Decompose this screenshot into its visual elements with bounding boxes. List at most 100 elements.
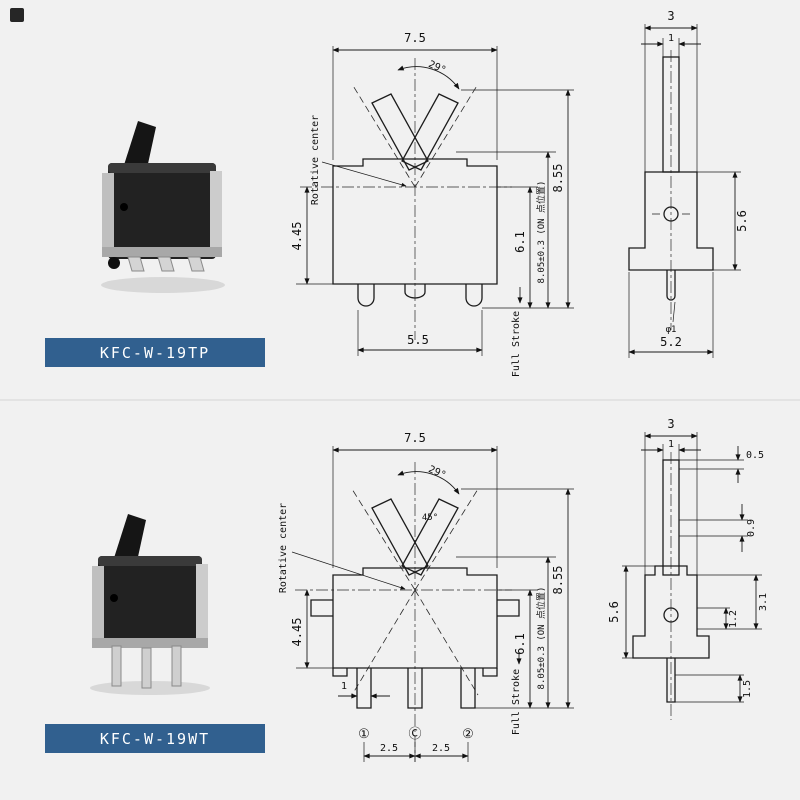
angle-arc xyxy=(397,470,460,495)
metal-frame-right xyxy=(196,564,208,642)
label-rotative-center: Rotative center xyxy=(278,503,289,593)
dim-side-top-width: 3 xyxy=(667,417,674,431)
label-full-stroke: Full Stroke xyxy=(511,311,522,377)
switch-body-top xyxy=(98,556,202,566)
lever-swing-lines xyxy=(351,83,479,188)
mounting-hole xyxy=(663,607,679,623)
smd-leg xyxy=(157,256,175,272)
through-hole-leg xyxy=(141,647,152,689)
dim-angle: 29° xyxy=(427,59,448,76)
terminal-number-1: ① xyxy=(358,727,370,742)
lever-position-left xyxy=(371,498,429,576)
ext-side-top-width xyxy=(644,432,698,575)
through-hole-pins xyxy=(356,668,476,709)
metal-base xyxy=(102,247,222,257)
smd-leg xyxy=(127,256,145,272)
side-tabs xyxy=(310,599,520,617)
ext-top-width xyxy=(332,46,498,160)
center-boss xyxy=(404,284,426,299)
ext-side-height xyxy=(622,565,655,659)
ext-side-bottom-width xyxy=(628,272,714,358)
ext-lever-width xyxy=(662,38,680,57)
pin-side xyxy=(666,270,676,301)
metal-frame-right xyxy=(210,171,222,251)
metal-frame-left xyxy=(102,173,114,251)
dim-top-width: 7.5 xyxy=(404,31,426,45)
dim-angle: 29° xyxy=(427,464,448,481)
dim-lever-width: 1 xyxy=(668,33,674,44)
side-view: 3 1 5.6 φ1 5.2 xyxy=(628,9,749,358)
front-view: 29° 7.5 4.45 Rotative center 6.1 8.05±0.… xyxy=(290,31,574,377)
dim-total-height: 8.55 xyxy=(551,566,565,595)
pin-side xyxy=(666,658,676,703)
pin-right xyxy=(465,284,483,307)
dim-bottom-width: 5.5 xyxy=(407,333,429,347)
dim-on-position: 8.05±0.3 (ON 点位置) xyxy=(535,587,547,690)
product-photo-19tp xyxy=(101,121,225,293)
ext-travel xyxy=(679,519,748,537)
dim-side-top-width: 3 xyxy=(667,9,674,23)
part-number-text: KFC-W-19TP xyxy=(99,343,211,362)
dim-upper-height: 3.1 xyxy=(758,593,769,611)
part-number-text: KFC-W-19WT xyxy=(99,729,211,748)
part-number-label-19wt: KFC-W-19WT xyxy=(45,724,265,753)
switch-lever xyxy=(124,121,156,173)
lever-position-right xyxy=(401,498,459,576)
ext-right-dims xyxy=(456,488,574,709)
switch-lever xyxy=(114,514,146,566)
through-hole-leg xyxy=(111,645,122,687)
rivet xyxy=(120,203,128,211)
lever-swing-lines xyxy=(351,488,479,696)
dim-on-position: 8.05±0.3 (ON 点位置) xyxy=(535,181,547,284)
pin-left xyxy=(357,284,375,307)
switch-body xyxy=(98,556,202,648)
dim-lever-width: 1 xyxy=(668,439,674,450)
dim-top-width: 7.5 xyxy=(404,431,426,445)
product-section-19tp: 29° 7.5 4.45 Rotative center 6.1 8.05±0.… xyxy=(45,9,749,377)
label-rotative-center: Rotative center xyxy=(310,115,321,205)
body-feet xyxy=(332,668,498,677)
dim-body-height: 6.1 xyxy=(513,231,527,253)
metal-base xyxy=(92,638,208,648)
pin-dia-leader xyxy=(672,301,676,323)
terminal-number-common: Ⓒ xyxy=(408,727,421,742)
panel-divider xyxy=(0,399,800,401)
dim-side-height: 5.6 xyxy=(735,210,749,232)
label-full-stroke: Full Stroke xyxy=(511,669,522,735)
ext-pitch xyxy=(363,742,469,762)
dim-side-bottom-width: 5.2 xyxy=(660,335,682,349)
corner-mark xyxy=(10,8,24,22)
ext-side-top-width xyxy=(644,24,698,172)
locator-boss xyxy=(108,257,120,269)
ext-right-dims xyxy=(456,89,574,309)
body-outline xyxy=(332,158,498,285)
dim-total-height: 8.55 xyxy=(551,164,565,193)
metal-frame-left xyxy=(92,566,104,642)
body-outline xyxy=(332,567,498,669)
lever-position-right xyxy=(401,93,459,171)
terminal-number-2: ② xyxy=(462,727,474,742)
dim-tip-offset: 0.5 xyxy=(746,450,764,461)
dim-travel: 0.9 xyxy=(746,519,757,537)
dim-left-height: 4.45 xyxy=(290,222,304,251)
technical-drawing-19tp: 29° 7.5 4.45 Rotative center 6.1 8.05±0.… xyxy=(290,9,749,377)
lever-side xyxy=(662,459,680,576)
technical-drawing-19wt: 29° 45° 7.5 4.45 Rotative center 6.1 8. xyxy=(278,417,769,762)
side-view: 3 1 0.5 0.9 3.1 1.2 5 xyxy=(607,417,769,720)
rotative-center-leader xyxy=(321,161,407,187)
dim-angle2: 45° xyxy=(422,513,438,523)
dim-pin-protrusion: 1.5 xyxy=(742,680,753,698)
through-hole-leg xyxy=(171,645,182,687)
ext-top-width xyxy=(332,446,498,568)
dim-left-height: 4.45 xyxy=(290,618,304,647)
dim-pin-width: 1 xyxy=(341,681,347,692)
dim-side-height: 5.6 xyxy=(607,601,621,623)
dim-pitch-right: 2.5 xyxy=(432,743,450,754)
mounting-hole xyxy=(663,206,679,222)
product-photo-19wt xyxy=(90,514,210,695)
switch-body-top xyxy=(108,163,216,173)
dim-pin-diameter: φ1 xyxy=(666,325,677,335)
part-number-label-19tp: KFC-W-19TP xyxy=(45,338,265,367)
dim-pitch-left: 2.5 xyxy=(380,743,398,754)
